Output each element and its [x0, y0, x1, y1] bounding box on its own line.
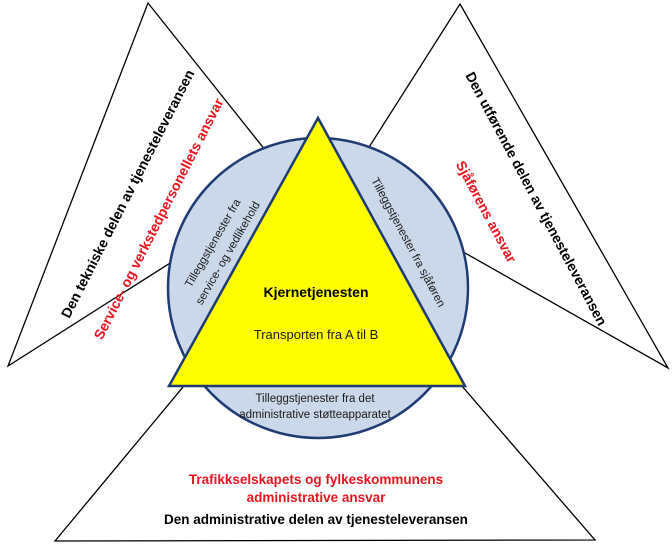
- core-service-triangle: [166, 115, 468, 388]
- bottom-triangle-title: Den administrative delen av tjenesteleve…: [164, 512, 468, 527]
- right-outer-triangle: [344, 2, 670, 370]
- circle-bottom-segment-line2: administrative støtteapparatet: [239, 409, 391, 421]
- circle-bottom-segment-line1: Tilleggstjenester fra det: [255, 393, 375, 405]
- core-title: Kjernetjenesten: [263, 284, 368, 300]
- bottom-triangle-responsibility-line1: Trafikkselskapets og fylkeskommunens: [189, 472, 443, 487]
- left-outer-triangle: [6, 1, 294, 368]
- bottom-triangle-responsibility-line2: administrative ansvar: [247, 490, 387, 505]
- core-subtitle: Transporten fra A til B: [254, 327, 379, 342]
